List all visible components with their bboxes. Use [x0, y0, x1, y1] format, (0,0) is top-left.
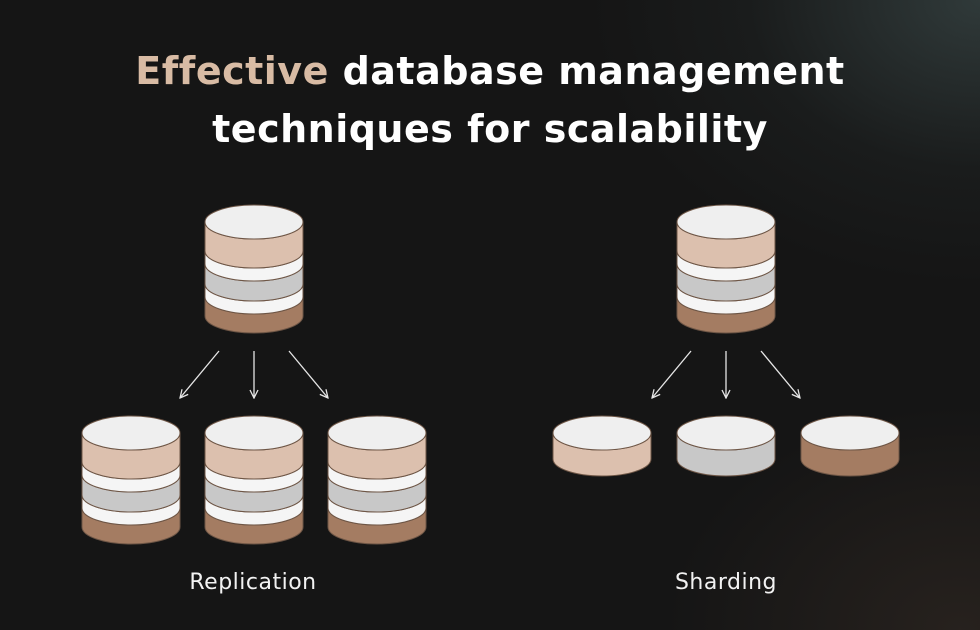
page-title: Effective database management techniques…	[0, 42, 980, 158]
sharding-group	[552, 204, 900, 477]
title-line2: techniques for scalability	[212, 107, 768, 151]
replication-group	[81, 204, 427, 545]
sharding-arrow-left	[652, 350, 692, 398]
disk-top	[800, 415, 900, 451]
replication-arrow-left	[180, 350, 220, 398]
title-line1-rest: database management	[328, 49, 845, 93]
sharding-arrow-right	[760, 350, 800, 398]
cylinder-top	[204, 415, 304, 451]
shard-disk-beige	[552, 415, 652, 477]
disk-top	[552, 415, 652, 451]
replication-label: Replication	[189, 570, 317, 595]
cylinder-top	[327, 415, 427, 451]
shard-disk-brown	[800, 415, 900, 477]
shard-disk-gray	[676, 415, 776, 477]
cylinder-top	[676, 204, 776, 240]
replication-source-database-icon	[204, 204, 304, 334]
cylinder-top	[204, 204, 304, 240]
replication-arrow-right	[288, 350, 328, 398]
replica-database-icon-3	[327, 415, 427, 545]
cylinder-top	[81, 415, 181, 451]
sharding-label: Sharding	[674, 570, 778, 595]
replica-database-icon-2	[204, 415, 304, 545]
replica-database-icon-1	[81, 415, 181, 545]
sharding-source-database-icon	[676, 204, 776, 334]
title-accent: Effective	[135, 49, 329, 93]
disk-top	[676, 415, 776, 451]
